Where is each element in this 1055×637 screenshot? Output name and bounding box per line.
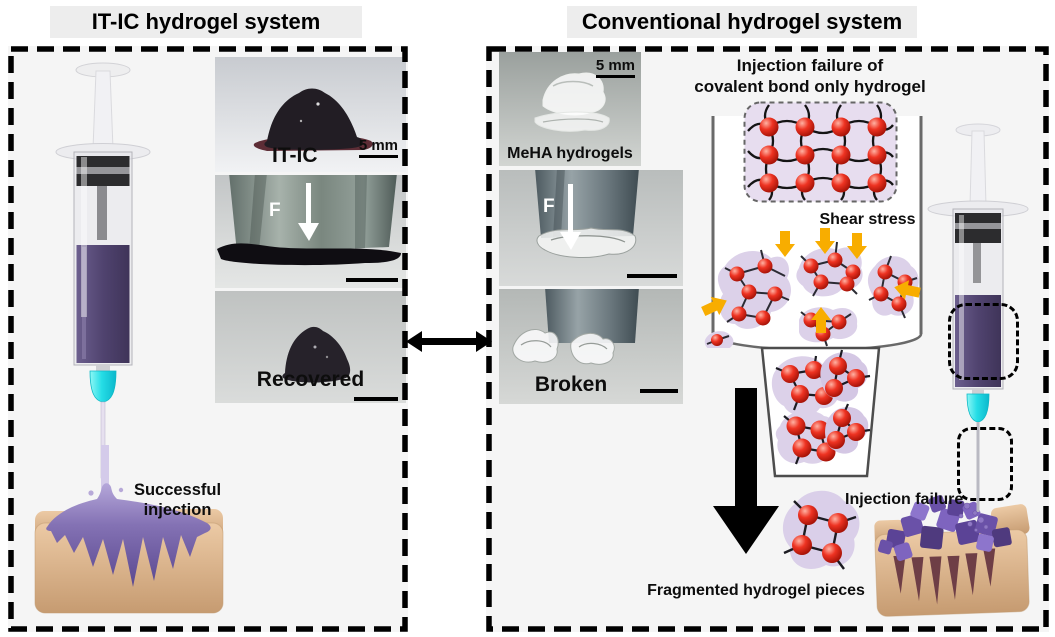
syringe-failure-illustration (927, 123, 1029, 532)
network-fragments (704, 241, 919, 348)
tissue-injection-failure-illustration (874, 495, 1030, 617)
right-panel-border (486, 46, 1049, 632)
fragmented-pieces-label: Fragmented hydrogel pieces (647, 582, 865, 599)
tissue-injection-success-illustration (34, 445, 224, 614)
success-caption: Successful injection (133, 481, 222, 519)
syringe-tip (966, 393, 990, 423)
barrel-dashed-highlight-box (948, 303, 1019, 380)
photo-recovered: Recovered (215, 291, 406, 403)
meha-scale-label: 5 mm (595, 58, 635, 78)
crushed-hydrogel (536, 227, 637, 258)
left-panel-title: IT-IC hydrogel system (50, 6, 362, 38)
recovered-hydrogel-blob (282, 326, 351, 383)
force-down-arrow-icon (298, 223, 319, 241)
scale-bar-icon (354, 397, 398, 401)
needle-dashed-highlight-box (957, 427, 1013, 501)
left-panel-border (8, 46, 408, 632)
scale-bar-icon (640, 389, 678, 393)
flow-down-arrow-icon (713, 388, 779, 554)
force-down-arrow-icon (560, 232, 581, 250)
syringe-needle (976, 422, 980, 512)
broken-label: Broken (534, 372, 608, 396)
scale-bar-icon (627, 274, 677, 278)
crosslink-dots (759, 117, 887, 193)
cup-fragments (771, 349, 871, 465)
recovered-label: Recovered (256, 367, 365, 391)
meha-hydrogel-blob (534, 72, 610, 132)
meha-label: MeHA hydrogels (507, 145, 633, 163)
sheared-network-illustration (698, 228, 922, 348)
compressed-hydrogel (217, 243, 401, 266)
hydrogel-splat (46, 483, 211, 587)
scale-bar-icon (346, 278, 398, 282)
syringe-success-illustration (55, 62, 151, 479)
photo-broken: Broken (499, 289, 683, 404)
photo-itic-hydrogel: IT-IC 5 mm (215, 57, 406, 172)
compression-illustration (535, 170, 639, 258)
right-panel-title: Conventional hydrogel system (567, 6, 917, 38)
leaking-droplets (958, 502, 989, 532)
photo-meha-hydrogel: 5 mm MeHA hydrogels (499, 52, 641, 166)
failure-title: Injection failure of covalent bond only … (694, 56, 926, 96)
injection-stream (101, 445, 109, 491)
metal-weight (535, 170, 639, 238)
fragment-piece-illustration (782, 490, 860, 570)
broken-fragment (512, 329, 559, 363)
itic-hydrogel-blob (253, 88, 373, 151)
broken-fragment (570, 333, 615, 365)
broken-pieces-illustration (512, 289, 639, 365)
intact-network-illustration (743, 101, 898, 203)
compression-illustration (217, 175, 401, 266)
itic-scale-label: 5 mm (358, 138, 398, 158)
force-label: F (269, 200, 281, 221)
injection-failure-label: Injection failure (845, 491, 964, 508)
exchange-arrow-icon (406, 331, 492, 352)
metal-weight (229, 175, 397, 253)
metal-weight (545, 289, 639, 343)
shear-stress-label: Shear stress (819, 211, 916, 228)
collection-cup-illustration (760, 346, 881, 478)
itic-label: IT-IC (272, 143, 318, 167)
photo-compression-meha: F (499, 170, 683, 286)
photo-compression-itic: F (215, 175, 406, 288)
tissue-spikes (893, 548, 996, 605)
force-label: F (543, 196, 555, 217)
